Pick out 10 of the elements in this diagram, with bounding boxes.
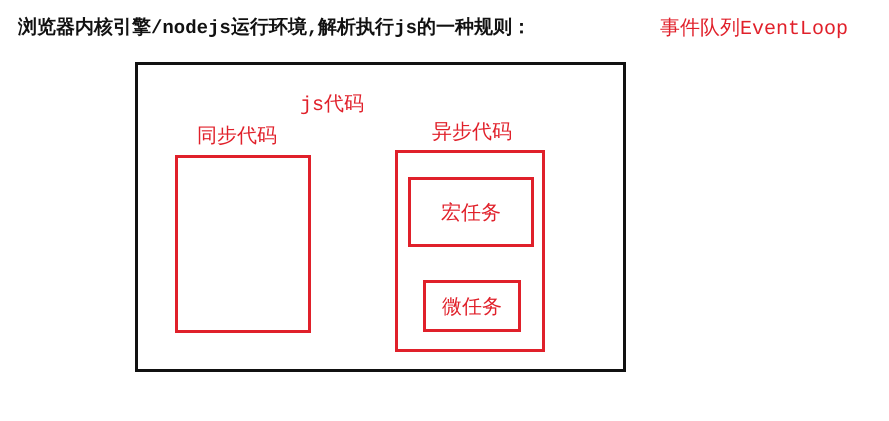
task-box xyxy=(423,280,521,332)
task-label: 宏任务 xyxy=(441,201,501,226)
box-heading: 同步代码 xyxy=(197,124,277,149)
code-label: js代码 xyxy=(300,93,364,117)
task-box xyxy=(408,177,534,247)
box-heading: 异步代码 xyxy=(432,120,512,145)
heading-label: 事件队列EventLoop xyxy=(660,16,848,41)
title: 浏览器内核引擎/nodejs运行环境,解析执行js的一种规则： xyxy=(18,16,532,40)
outer-frame xyxy=(135,62,626,372)
task-label: 微任务 xyxy=(442,296,502,320)
